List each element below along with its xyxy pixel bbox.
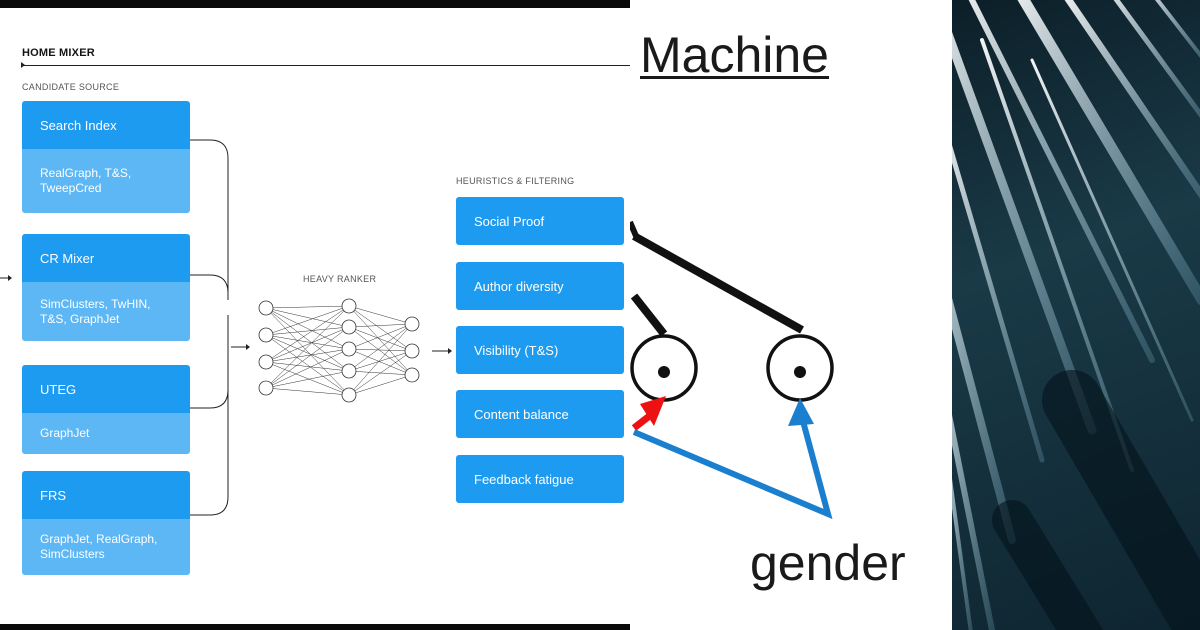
source-card-uteg: UTEG GraphJet — [22, 365, 190, 454]
nn-edge — [265, 305, 350, 309]
heuristics-filtering-label: HEURISTICS & FILTERING — [456, 176, 575, 186]
source-card-details: RealGraph, T&S, TweepCred — [22, 149, 190, 213]
diagram-title: HOME MIXER — [22, 47, 95, 59]
node-dot — [658, 366, 670, 378]
nn-edge — [265, 361, 350, 396]
nn-edge — [265, 334, 350, 372]
source-card-frs: FRS GraphJet, RealGraph, SimClusters — [22, 471, 190, 575]
nn-edge — [265, 305, 350, 389]
nn-node — [258, 354, 274, 370]
source-card-title: Search Index — [22, 101, 190, 149]
heuristic-author-diversity: Author diversity — [456, 262, 624, 310]
light-streaks-image — [952, 0, 1200, 630]
nn-edge — [265, 348, 350, 363]
nn-edge — [348, 348, 413, 352]
source-card-details: GraphJet — [22, 413, 190, 454]
nn-edge — [265, 334, 350, 350]
nn-edge — [348, 323, 413, 372]
heuristic-content-balance: Content balance — [456, 390, 624, 438]
bottom-black-bar — [0, 624, 630, 630]
source-card-title: FRS — [22, 471, 190, 519]
nn-edge — [348, 350, 413, 372]
nn-edge — [348, 323, 413, 350]
nn-edge — [348, 323, 413, 328]
bias-graph-drawing — [630, 220, 834, 520]
source-card-cr-mixer: CR Mixer SimClusters, TwHIN, T&S, GraphJ… — [22, 234, 190, 341]
black-edge — [632, 232, 804, 334]
nn-node — [341, 363, 357, 379]
nn-edge — [265, 307, 350, 350]
nn-edge — [265, 348, 350, 389]
nn-node — [341, 319, 357, 335]
nn-edge — [265, 307, 350, 372]
nn-node — [341, 298, 357, 314]
nn-node — [258, 327, 274, 343]
nn-edge — [348, 305, 413, 325]
nn-edge — [265, 361, 350, 372]
source-card-search-index: Search Index RealGraph, T&S, TweepCred — [22, 101, 190, 213]
home-mixer-diagram: HOME MIXER CANDIDATE SOURCE HEAVY RANKER — [0, 0, 630, 630]
nn-edge — [348, 350, 413, 396]
nn-edge — [265, 326, 350, 389]
nn-node — [341, 387, 357, 403]
heavy-ranker-label: HEAVY RANKER — [303, 274, 377, 284]
nn-edge — [265, 326, 350, 363]
nn-edge — [265, 387, 350, 396]
source-card-title: CR Mixer — [22, 234, 190, 282]
light-streaks-photo — [952, 0, 1200, 630]
nn-edge — [348, 348, 413, 376]
black-edge — [630, 220, 639, 238]
source-card-details: SimClusters, TwHIN, T&S, GraphJet — [22, 282, 190, 341]
gender-label: gender — [750, 535, 906, 591]
nn-edge — [348, 374, 413, 396]
candidate-source-label: CANDIDATE SOURCE — [22, 82, 120, 92]
red-arrow-head — [640, 396, 666, 426]
nn-node — [258, 300, 274, 316]
node-dot — [794, 366, 806, 378]
nn-edge — [265, 370, 350, 389]
nn-edge — [265, 307, 350, 396]
machine-gender-figure: Machine gender — [630, 0, 952, 630]
nn-edge — [265, 305, 350, 336]
source-card-title: UTEG — [22, 365, 190, 413]
nn-edge — [265, 305, 350, 363]
heuristic-visibility: Visibility (T&S) — [456, 326, 624, 374]
nn-node — [404, 367, 420, 383]
nn-edge — [265, 326, 350, 336]
nn-node — [404, 316, 420, 332]
nn-edge — [348, 326, 413, 352]
machine-label: Machine — [640, 27, 829, 83]
heuristic-social-proof: Social Proof — [456, 197, 624, 245]
nn-edge — [265, 334, 350, 396]
blue-arrow-head — [788, 398, 814, 426]
title-divider — [22, 65, 630, 66]
nn-edge — [348, 305, 413, 352]
nn-edge — [348, 326, 413, 376]
nn-node — [404, 343, 420, 359]
source-card-details: GraphJet, RealGraph, SimClusters — [22, 519, 190, 575]
blue-edge — [632, 409, 833, 520]
nn-edge — [265, 307, 350, 328]
black-edge — [630, 293, 668, 337]
nn-node — [341, 341, 357, 357]
nn-edge — [348, 370, 413, 376]
heuristic-feedback-fatigue: Feedback fatigue — [456, 455, 624, 503]
top-black-bar — [0, 0, 630, 8]
nn-edge — [348, 323, 413, 396]
nn-node — [258, 380, 274, 396]
nn-edge — [348, 305, 413, 376]
